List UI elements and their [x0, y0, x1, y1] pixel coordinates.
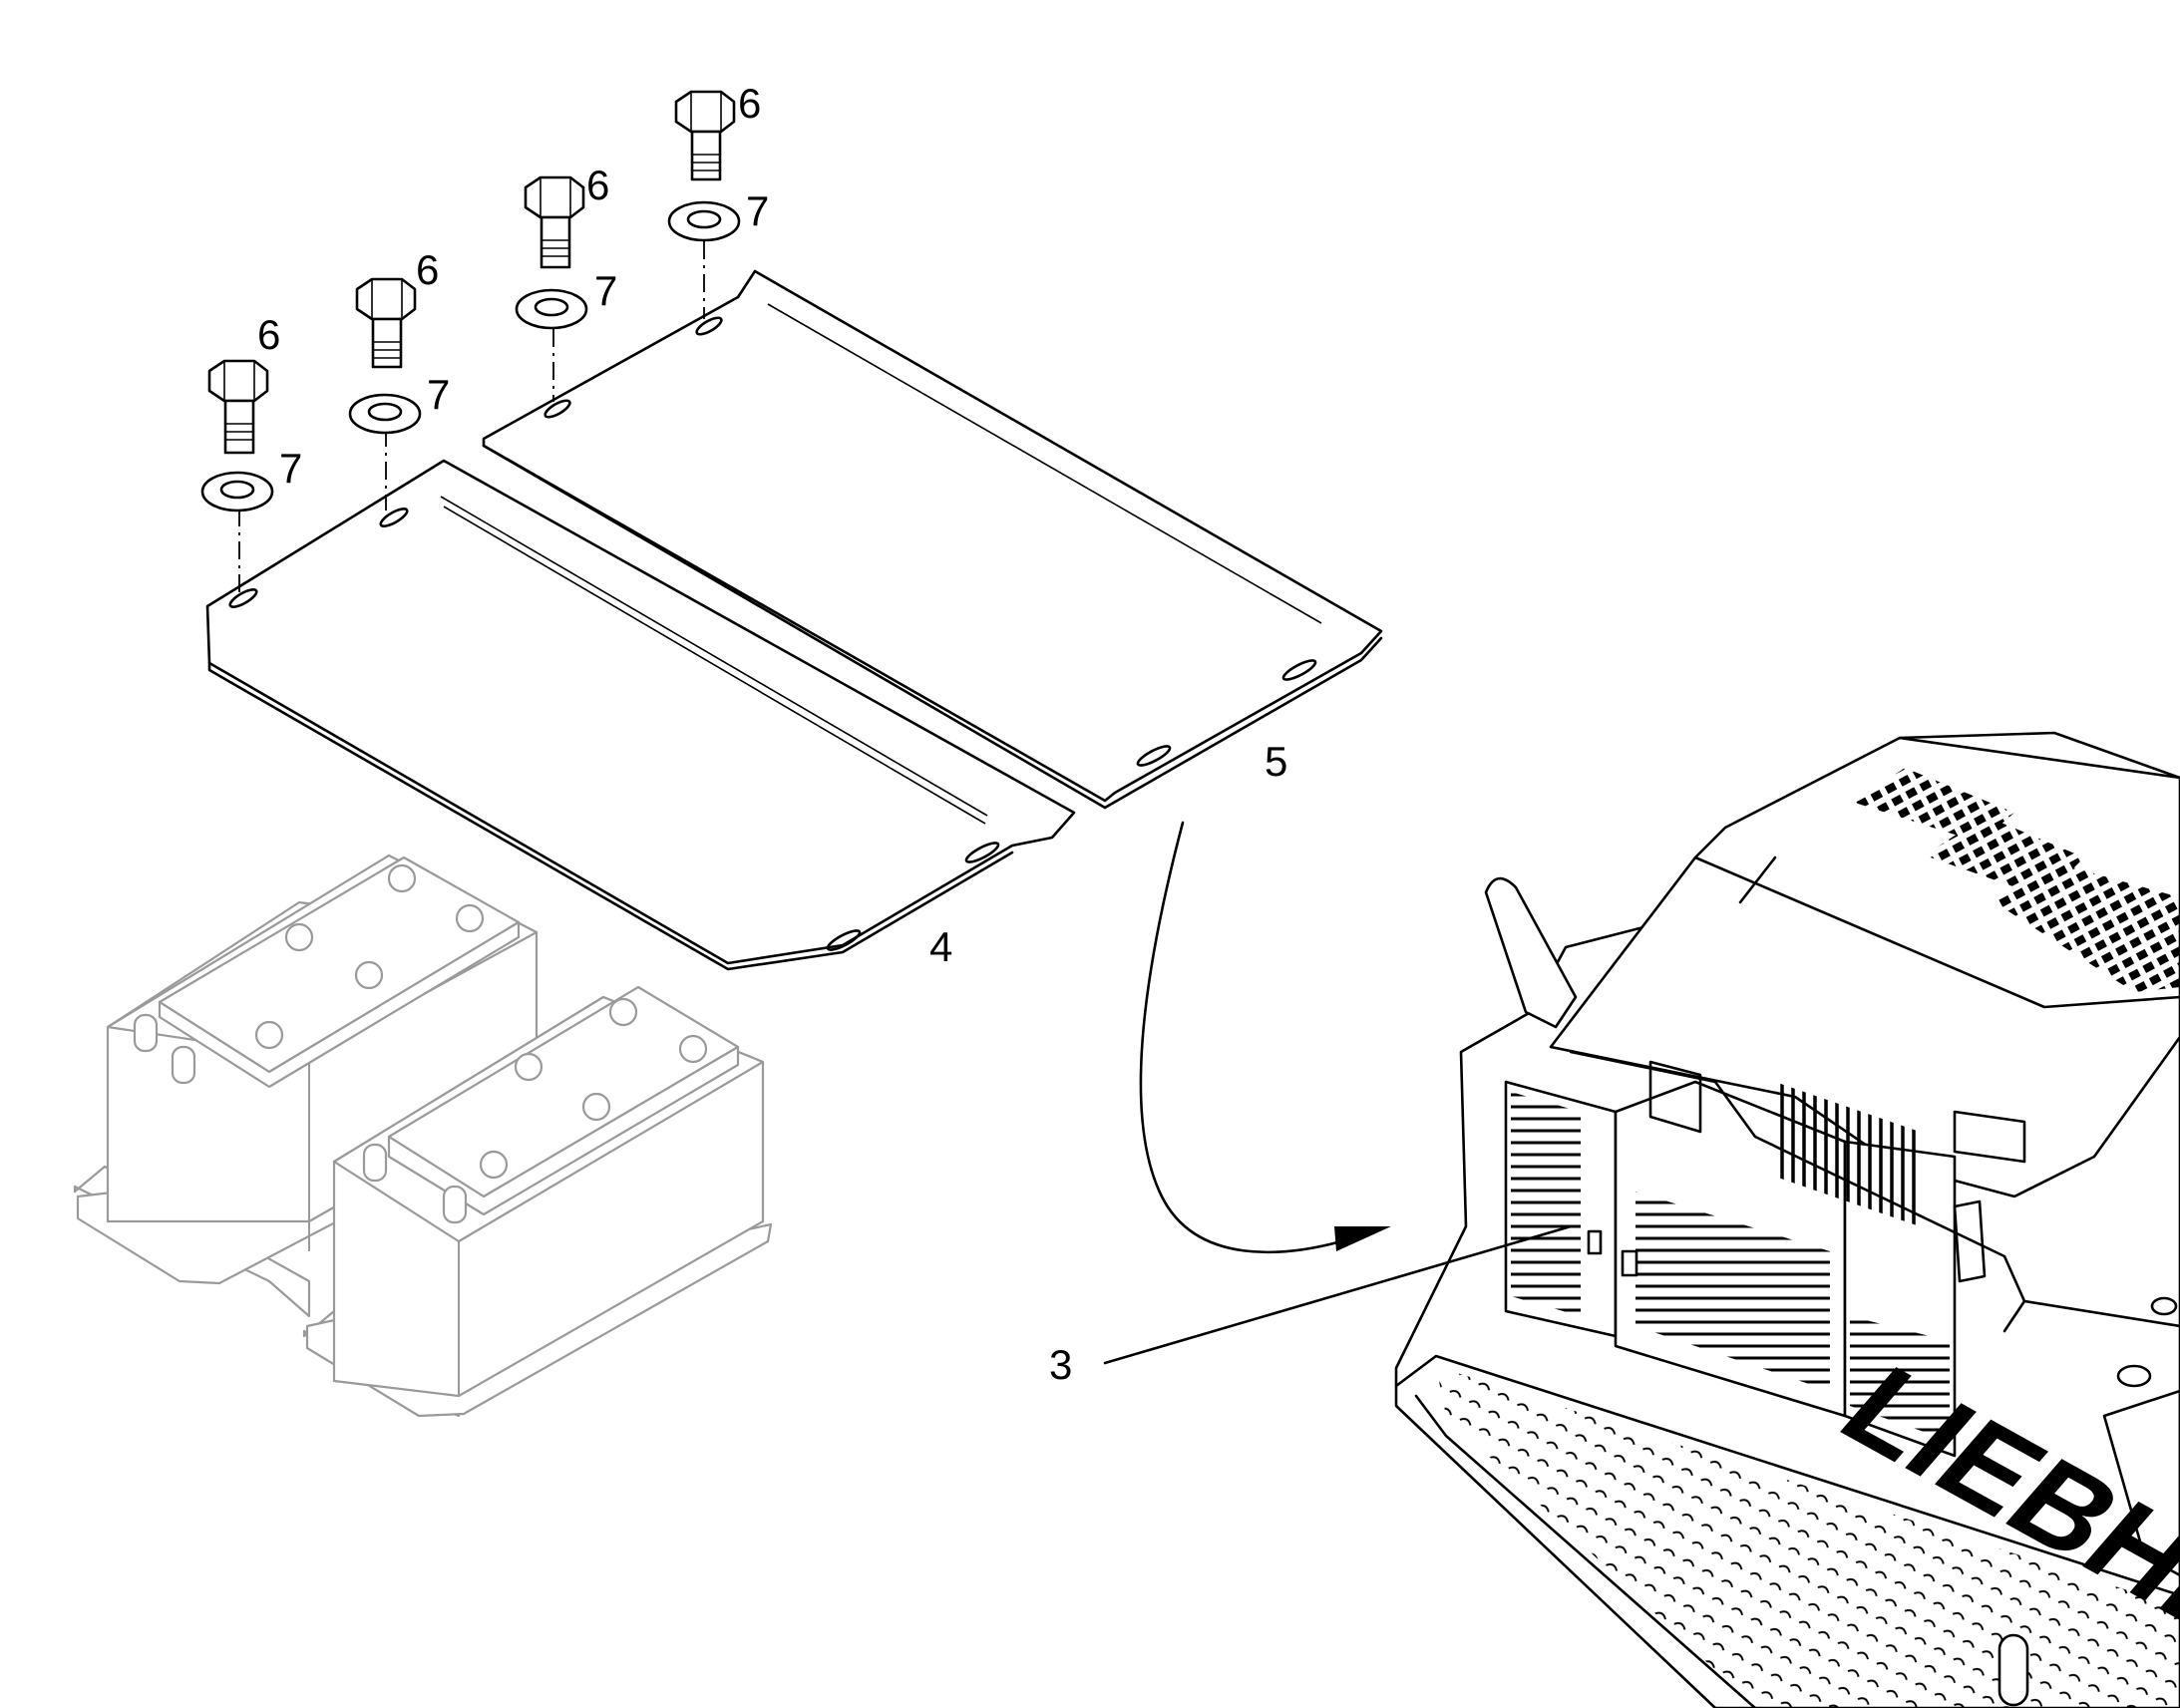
bolt-washer-set-1 — [200, 359, 274, 598]
callout-6-bolt-4: 6 — [738, 80, 761, 127]
callout-7-washer-2: 7 — [427, 371, 450, 418]
callout-6-bolt-2: 6 — [416, 246, 439, 293]
callout-4: 4 — [929, 923, 952, 970]
machine-upper-structure: LIEBHERR — [1394, 731, 2180, 1708]
bolt-washer-set-3 — [515, 175, 588, 402]
cover-plate-4 — [205, 459, 1076, 971]
assembly-arrow — [1139, 821, 1391, 1254]
callout-5: 5 — [1265, 738, 1287, 785]
leader-line-3 — [1103, 1224, 1573, 1365]
battery-right — [302, 985, 773, 1418]
callout-7-washer-1: 7 — [279, 445, 302, 492]
callout-7-washer-4: 7 — [746, 187, 769, 234]
callout-7-washer-3: 7 — [594, 267, 617, 314]
bolt-washer-set-4 — [667, 90, 741, 319]
callout-6-bolt-3: 6 — [586, 162, 609, 208]
cover-plate-5 — [482, 269, 1383, 810]
bolt-washer-set-2 — [348, 277, 422, 511]
callout-3: 3 — [1049, 1341, 1072, 1388]
callout-6-bolt-1: 6 — [257, 311, 280, 358]
